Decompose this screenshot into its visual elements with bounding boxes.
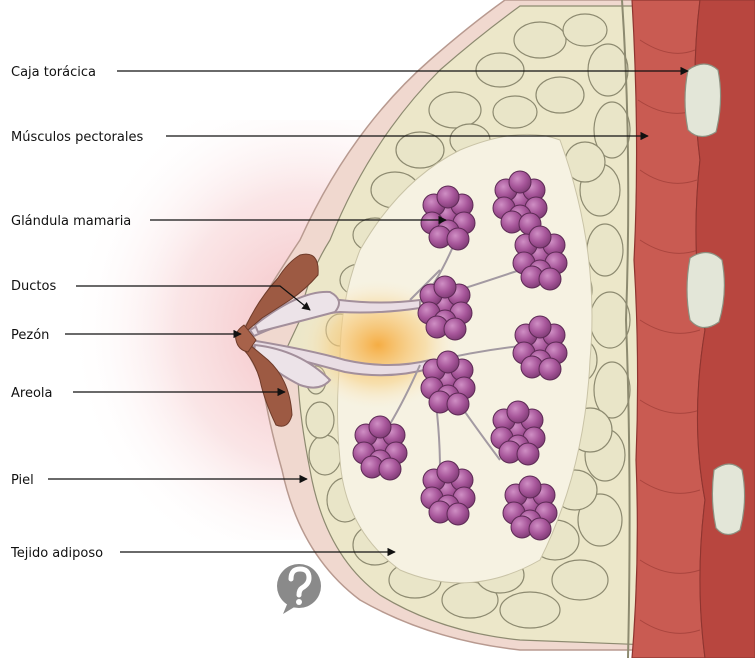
fat-lobule	[587, 224, 623, 276]
gland-lobule	[529, 518, 551, 540]
label-rib-cage: Caja torácica	[11, 65, 96, 80]
gland-lobule	[434, 276, 456, 298]
gland-lobule	[437, 351, 459, 373]
fat-lobule	[429, 92, 481, 128]
gland-lobule	[539, 358, 561, 380]
fat-lobule	[500, 592, 560, 628]
fat-lobule	[536, 77, 584, 113]
gland-lobule	[507, 401, 529, 423]
gland-lobule	[509, 171, 531, 193]
label-pectoral-muscles: Músculos pectorales	[11, 130, 143, 145]
gland-lobule	[539, 268, 561, 290]
label-areola: Areola	[11, 386, 52, 401]
gland-lobule	[369, 416, 391, 438]
fat-lobule	[493, 96, 537, 128]
question-mark-icon	[277, 564, 321, 614]
gland-lobule	[379, 458, 401, 480]
fat-lobule	[309, 435, 341, 475]
fat-lobule	[590, 292, 630, 348]
fat-lobule	[588, 44, 628, 96]
gland-lobule	[447, 228, 469, 250]
fat-lobule	[563, 14, 607, 46]
fat-lobule	[306, 402, 334, 438]
gland-lobule	[437, 461, 459, 483]
gland-lobule	[529, 316, 551, 338]
gland-lobule	[519, 476, 541, 498]
gland-lobule	[437, 186, 459, 208]
fat-lobule	[396, 132, 444, 168]
gland-lobule	[444, 318, 466, 340]
gland-lobule	[529, 226, 551, 248]
label-adipose-tissue: Tejido adiposo	[10, 546, 103, 561]
gland-lobule	[447, 503, 469, 525]
label-nipple: Pezón	[11, 328, 49, 343]
fat-lobule	[514, 22, 566, 58]
fat-lobule	[476, 53, 524, 87]
label-mammary-gland: Glándula mamaria	[11, 214, 131, 229]
gland-lobule	[447, 393, 469, 415]
fat-lobule	[552, 560, 608, 600]
gland-lobule	[517, 443, 539, 465]
label-skin: Piel	[11, 473, 34, 488]
label-ducts: Ductos	[11, 279, 56, 294]
